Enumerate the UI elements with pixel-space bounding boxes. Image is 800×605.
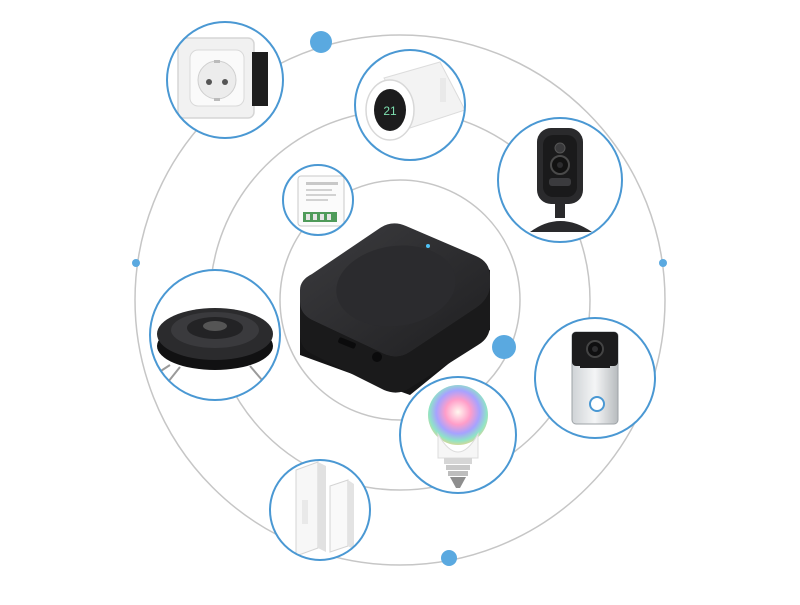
orbit-dot (492, 335, 516, 359)
orbit-ring-inner (279, 179, 521, 421)
orbit-dots (132, 31, 667, 566)
camera-icon (530, 128, 592, 232)
door-window-sensor-device (269, 459, 371, 561)
security-camera-device (497, 117, 623, 243)
orbit-dot (132, 259, 140, 267)
orbit-dot (659, 259, 667, 267)
radiator-thermostat-device: 21 (354, 49, 466, 161)
robot-vacuum-icon (150, 308, 273, 383)
relay-module-icon (297, 175, 345, 227)
thermostat-display: 21 (383, 104, 397, 118)
wall-socket-icon (177, 37, 268, 119)
wall-socket-device (166, 21, 284, 139)
thermostat-icon: 21 (365, 61, 465, 141)
video-doorbell-device (534, 317, 656, 439)
smart-hub-icon (300, 223, 490, 395)
robot-vacuum-device (149, 269, 281, 401)
orbit-dot (441, 550, 457, 566)
orbit-dot (310, 31, 332, 53)
orbit-ring-outer (134, 34, 666, 566)
smart-bulb-device (399, 376, 517, 494)
relay-module-device (282, 164, 354, 236)
door-sensor-icon (295, 461, 354, 557)
bulb-icon (428, 385, 488, 488)
doorbell-icon (571, 331, 619, 425)
